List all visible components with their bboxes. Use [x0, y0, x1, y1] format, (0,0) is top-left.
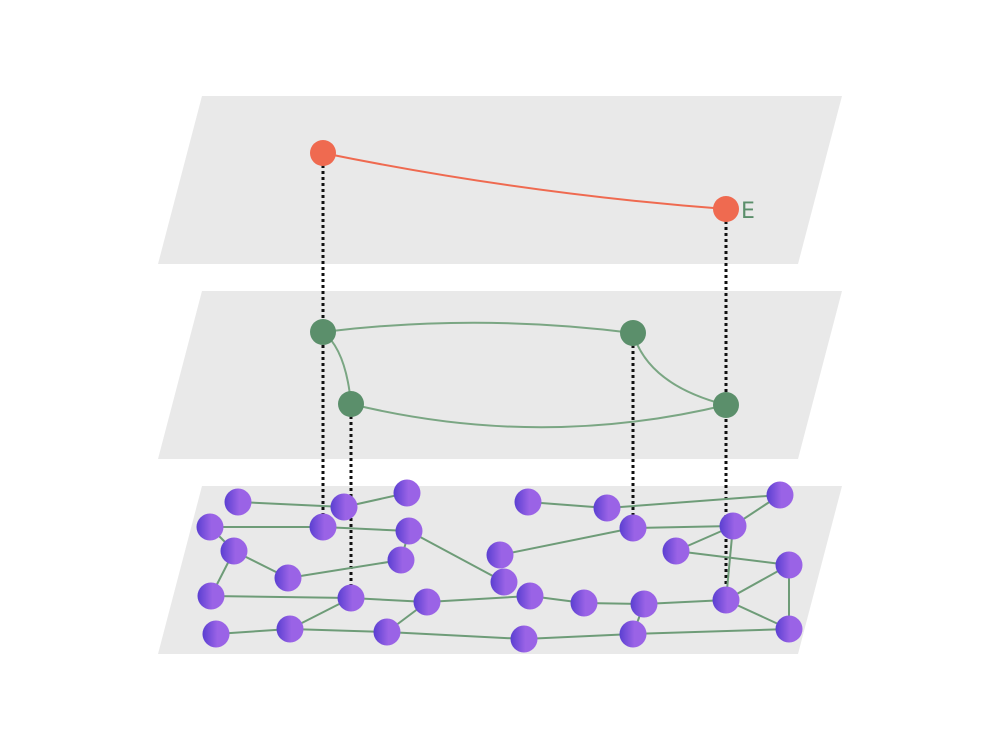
bottom-layer-edge [523, 633, 634, 640]
bottom-layer-node [395, 517, 423, 545]
bottom-layer-node [490, 568, 518, 596]
bottom-layer-edge [643, 599, 727, 605]
bottom-layer-node [274, 564, 302, 592]
middle-layer-edge [350, 403, 727, 429]
bottom-layer-node [619, 514, 647, 542]
bottom-layer-node [337, 584, 365, 612]
middle-layer-node [310, 319, 336, 345]
bottom-layer-node [570, 589, 598, 617]
bottom-layer-node [387, 546, 415, 574]
bottom-layer-edge [499, 527, 634, 556]
bottom-layer-node [712, 586, 740, 614]
bottom-layer-node [510, 625, 538, 653]
top-layer-label: E [741, 199, 755, 224]
bottom-layer-edge [675, 550, 790, 566]
bottom-layer-edge [289, 628, 388, 633]
bottom-layer-node [775, 615, 803, 643]
bottom-layer-node [766, 481, 794, 509]
top-layer-node [310, 140, 336, 166]
bottom-layer-node [593, 494, 621, 522]
bottom-layer-node [220, 537, 248, 565]
bottom-layer-edge [237, 501, 345, 508]
bottom-layer-node [719, 512, 747, 540]
bottom-layer-node [197, 582, 225, 610]
bottom-layer-node [276, 615, 304, 643]
bottom-layer-node [775, 551, 803, 579]
bottom-layer-edge [210, 595, 352, 599]
bottom-layer-node [662, 537, 690, 565]
bottom-layer-edge [408, 530, 505, 583]
middle-layer-node [620, 320, 646, 346]
bottom-layer-node [330, 493, 358, 521]
bottom-layer-edge [632, 628, 790, 635]
bottom-layer-edge [606, 494, 781, 509]
bottom-layer-node [202, 620, 230, 648]
top-layer-plane [158, 96, 842, 264]
bottom-layer-node [486, 541, 514, 569]
bottom-layer-node [196, 513, 224, 541]
bottom-layer-node [393, 479, 421, 507]
bottom-layer-edge [386, 631, 525, 640]
bottom-layer-node [516, 582, 544, 610]
middle-layer-node [713, 392, 739, 418]
bottom-layer-edge [322, 526, 410, 532]
bottom-layer-node [630, 590, 658, 618]
top-layer-node [713, 196, 739, 222]
bottom-layer-node [309, 513, 337, 541]
top-layer-edge [322, 152, 727, 210]
bottom-layer-edge [632, 525, 734, 529]
bottom-layer-node [224, 488, 252, 516]
bottom-layer-node [413, 588, 441, 616]
bottom-layer-node [514, 488, 542, 516]
bottom-layer-node [619, 620, 647, 648]
bottom-layer-edge [426, 595, 531, 603]
graph-nodes [196, 140, 803, 653]
bottom-layer-edge [287, 559, 402, 579]
middle-layer-edge [322, 321, 634, 334]
middle-layer-plane [158, 291, 842, 459]
bottom-layer-node [373, 618, 401, 646]
middle-layer-node [338, 391, 364, 417]
